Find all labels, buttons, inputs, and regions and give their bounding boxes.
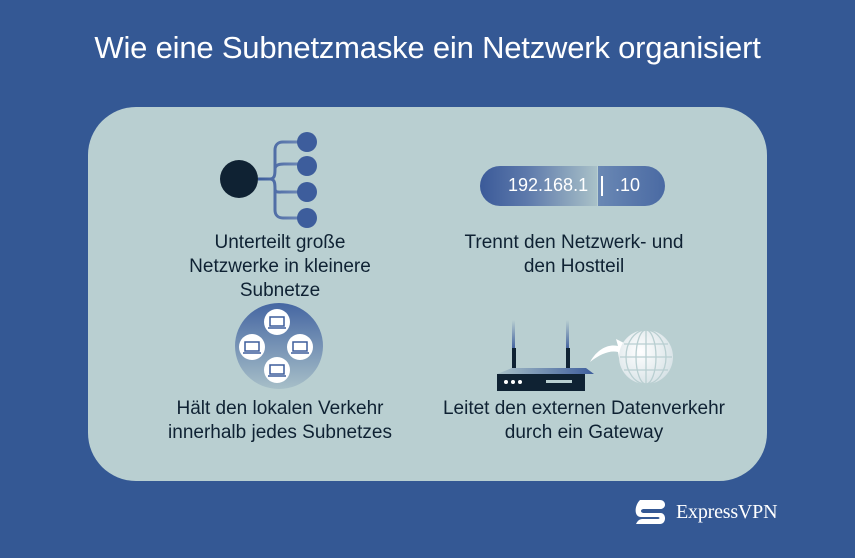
subnet-tree-icon: [220, 132, 317, 228]
router-to-globe-icon: [497, 320, 673, 391]
local-devices-circle-icon: [235, 303, 323, 389]
expressvpn-logo-icon: [635, 500, 666, 524]
ip-host-part: [598, 166, 665, 206]
feature-caption-1: Unterteilt große Netzwerke in kleinere S…: [189, 232, 371, 301]
ip-separator: [601, 176, 603, 196]
ip-address-pill-icon: 192.168.1 .10: [480, 166, 665, 206]
feature-caption-2: Trennt den Netzwerk- und den Hostteil: [464, 232, 684, 277]
feature-caption-3: Hält den lokalen Verkehr innerhalb jedes…: [168, 398, 392, 443]
page-title: Wie eine Subnetzmaske ein Netzwerk organ…: [94, 30, 761, 65]
ip-network-text: 192.168.1: [508, 175, 589, 195]
brand-name: ExpressVPN: [676, 500, 778, 523]
ip-network-part: [480, 166, 597, 206]
expressvpn-logo: ExpressVPN: [632, 497, 778, 527]
ip-host-text: .10: [615, 175, 641, 195]
feature-caption-4: Leitet den externen Datenverkehr durch e…: [442, 398, 725, 443]
